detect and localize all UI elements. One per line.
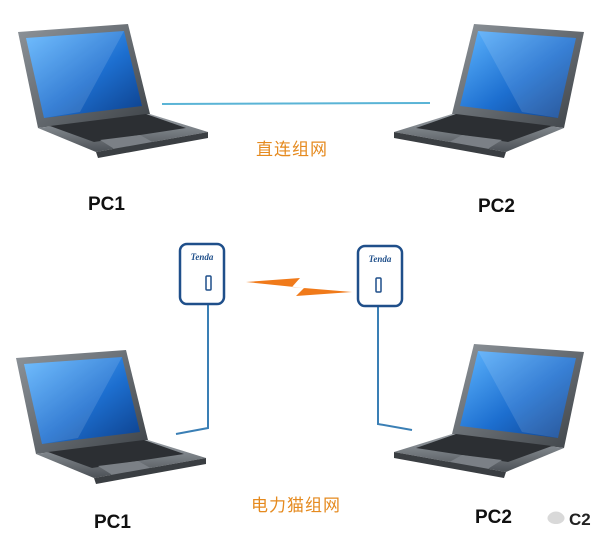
powerline-adapter-left: Tenda [178, 242, 226, 306]
adapter-brand-left: Tenda [191, 252, 214, 262]
direct-cable [161, 102, 431, 105]
pc2-top-label: PC2 [478, 196, 515, 217]
caption-powerline: 电力猫组网 [251, 496, 341, 516]
pc2-bottom-label: PC2 [475, 507, 512, 528]
pc1-top-label: PC1 [88, 194, 125, 215]
laptop-pc2-bottom [394, 344, 584, 478]
laptop-pc1-bottom [16, 350, 206, 484]
powerline-signal-bolt [246, 278, 352, 296]
laptop-pc1-top [18, 24, 208, 158]
adapter-brand-right: Tenda [369, 254, 392, 264]
pc1-bottom-label: PC1 [94, 512, 131, 533]
caption-direct: 直连组网 [256, 140, 328, 160]
powerline-adapter-right: Tenda [356, 244, 404, 308]
plc-cable-right [377, 302, 413, 431]
plc-cable-left [175, 302, 209, 435]
laptop-pc2-top [394, 24, 584, 158]
watermark-text: C2 [569, 510, 591, 529]
watermark-icon [547, 511, 565, 524]
